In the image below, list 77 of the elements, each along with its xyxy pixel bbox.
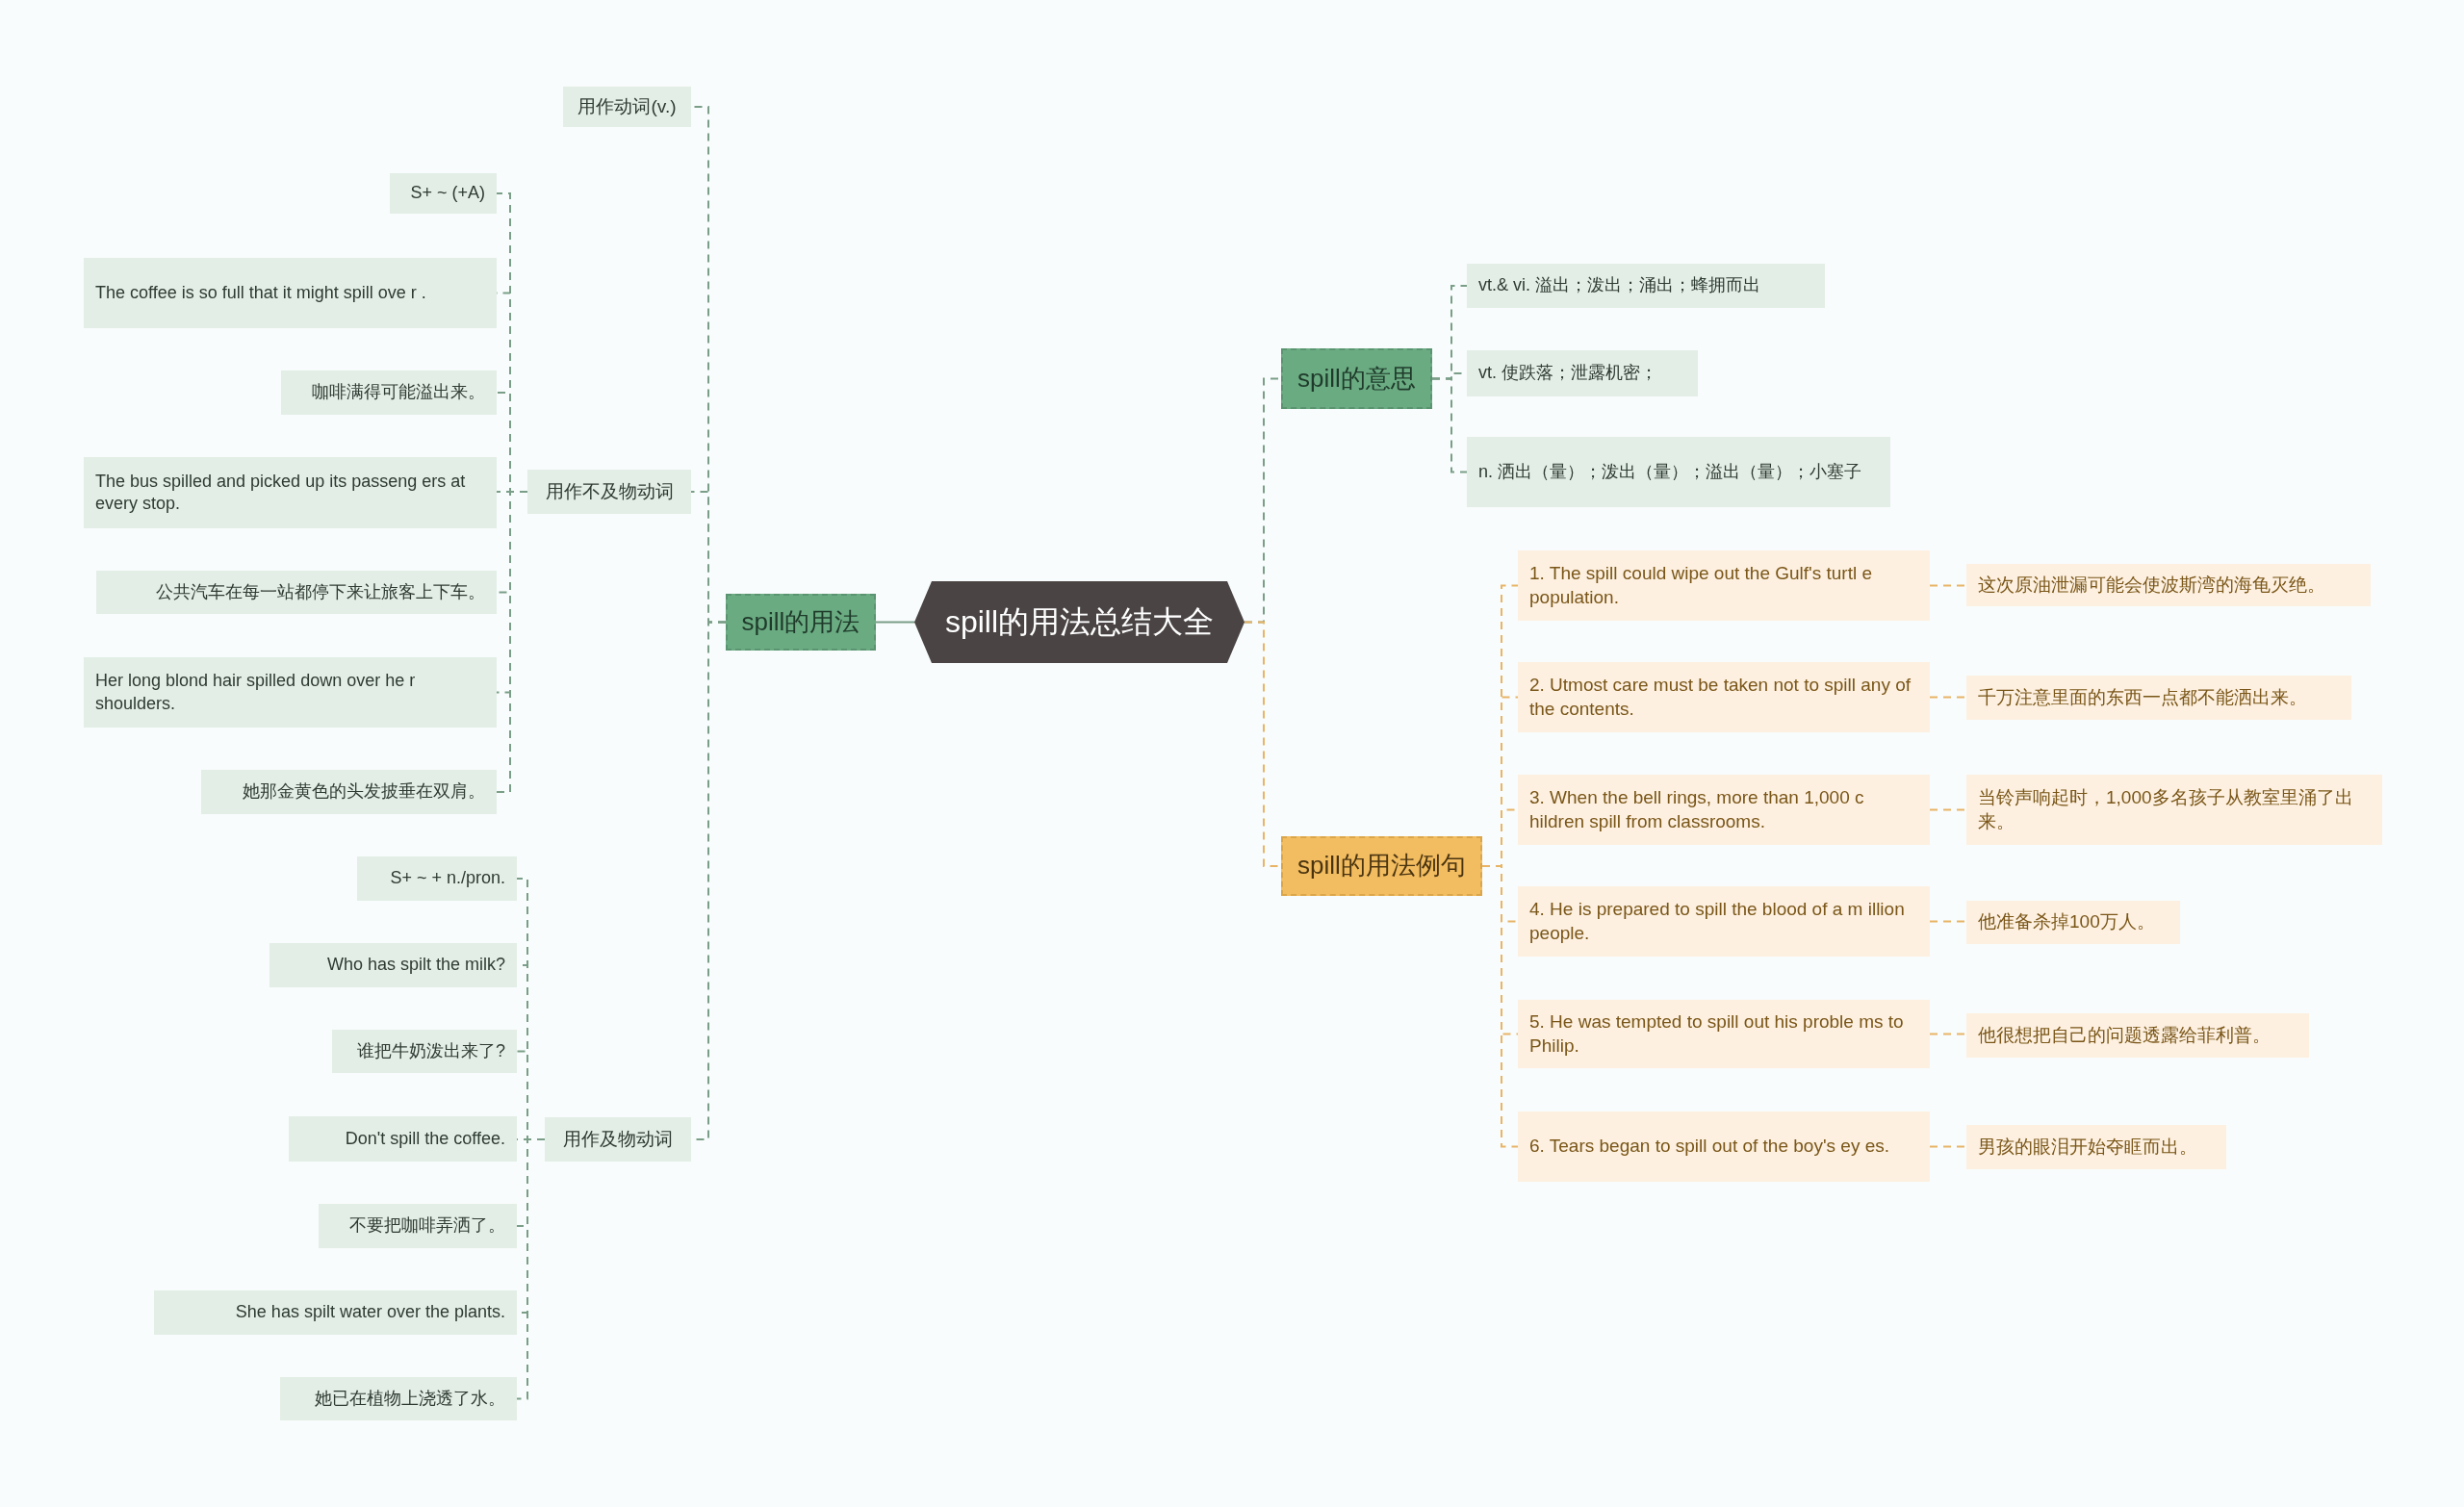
node-label: 她已在植物上浇透了水。 <box>315 1387 505 1410</box>
connector-line <box>496 491 528 793</box>
leaf-box <box>1966 1013 2309 1058</box>
node-label: 5. He was tempted to spill out his proble ms to Philip. <box>1529 1009 1905 1058</box>
connector-line <box>1929 808 1967 811</box>
node-label: Don't spill the coffee. <box>345 1127 505 1150</box>
leaf-box <box>281 370 497 415</box>
node-label: 谁把牛奶泼出来了? <box>357 1039 505 1062</box>
node-label: 2. Utmost care must be taken not to spill any of the contents. <box>1529 673 1912 721</box>
leaf-box <box>84 258 497 328</box>
node-label: S+ ~ (+A) <box>410 182 485 205</box>
node-label: 当铃声响起时，1,000多名孩子从教室里涌了出来。 <box>1978 785 2354 833</box>
node-label: The bus spilled and picked up its passeng ers at every stop. <box>95 470 467 515</box>
leaf-box <box>1966 901 2180 944</box>
leaf-box <box>1966 775 2382 845</box>
leaf-box <box>1467 264 1825 308</box>
connector-line <box>1481 865 1519 1148</box>
node-label: The coffee is so full that it might spill ove r . <box>95 281 426 304</box>
node-label: 用作及物动词 <box>563 1127 673 1151</box>
topic-box <box>726 594 876 651</box>
leaf-box <box>1518 1000 1930 1068</box>
topic-box <box>1281 348 1432 409</box>
leaf-box <box>1966 564 2371 606</box>
leaf-box <box>201 770 497 814</box>
leaf-box <box>1518 1111 1930 1182</box>
node-label: spill的用法例句 <box>1297 850 1466 882</box>
node-label: vt. 使跌落；泄露机密； <box>1478 362 1657 385</box>
connector-line <box>1929 920 1967 923</box>
node-label: 公共汽车在每一站都停下来让旅客上下车。 <box>156 580 485 603</box>
node-label: 男孩的眼泪开始夺眶而出。 <box>1978 1135 2197 1159</box>
connector-line <box>1929 1145 1967 1148</box>
node-label: 她那金黄色的头发披垂在双肩。 <box>243 780 485 804</box>
node-label: 不要把咖啡弄洒了。 <box>349 1214 505 1238</box>
node-label: S+ ~ + n./pron. <box>390 867 505 890</box>
leaf-box <box>1467 437 1890 507</box>
node-label: 他准备杀掉100万人。 <box>1978 910 2155 934</box>
node-label: 用作动词(v.) <box>578 94 677 118</box>
connector-line <box>1929 1033 1967 1035</box>
node-label: spill的意思 <box>1297 362 1416 395</box>
node-label: 他很想把自己的问题透露给菲利普。 <box>1978 1023 2271 1047</box>
node-label: 3. When the bell rings, more than 1,000 c hildren spill from classrooms. <box>1529 785 1865 833</box>
node-label: 1. The spill could wipe out the Gulf's turtl e population. <box>1529 561 1874 609</box>
leaf-box <box>390 173 497 214</box>
leaf-box <box>1518 550 1930 621</box>
node-label: 咖啡满得可能溢出来。 <box>312 381 485 404</box>
node-label: Who has spilt the milk? <box>326 954 505 977</box>
node-label: 4. He is prepared to spill the blood of a m illion people. <box>1529 897 1906 945</box>
connector-line <box>1929 584 1967 587</box>
branch-box <box>545 1117 691 1162</box>
leaf-box <box>1518 662 1930 732</box>
leaf-box <box>289 1116 517 1162</box>
node-label: She has spilt water over the plants. <box>235 1301 505 1324</box>
leaf-box <box>280 1377 517 1420</box>
branch-box <box>527 470 691 514</box>
node-label: 用作不及物动词 <box>545 479 674 503</box>
leaf-box <box>1966 676 2351 720</box>
node-label: 6. Tears began to spill out of the boy's ey es. <box>1529 1135 1889 1159</box>
root-hexagon <box>914 581 1245 663</box>
node-label: n. 洒出（量）；泼出（量）；溢出（量）；小塞子 <box>1478 460 1861 483</box>
leaf-box <box>1518 775 1930 845</box>
leaf-box <box>357 856 517 901</box>
node-label: vt.& vi. 溢出；泼出；涌出；蜂拥而出 <box>1478 274 1760 297</box>
leaf-box <box>1966 1125 2226 1169</box>
leaf-box <box>332 1030 517 1073</box>
leaf-box <box>84 457 497 528</box>
leaf-box <box>1518 886 1930 957</box>
node-label: spill的用法 <box>741 605 860 638</box>
node-label: 这次原油泄漏可能会使波斯湾的海龟灭绝。 <box>1978 573 2325 597</box>
node-label: 千万注意里面的东西一点都不能洒出来。 <box>1978 685 2307 709</box>
leaf-box <box>319 1204 517 1248</box>
connector-line <box>1929 696 1967 699</box>
connector-line <box>875 621 915 624</box>
node-label: spill的用法总结大全 <box>944 602 1215 641</box>
leaf-box <box>84 657 497 728</box>
node-label: Her long blond hair spilled down over he r shoulders. <box>95 670 417 715</box>
topic-box <box>1281 836 1482 896</box>
connector-line <box>1431 377 1468 473</box>
